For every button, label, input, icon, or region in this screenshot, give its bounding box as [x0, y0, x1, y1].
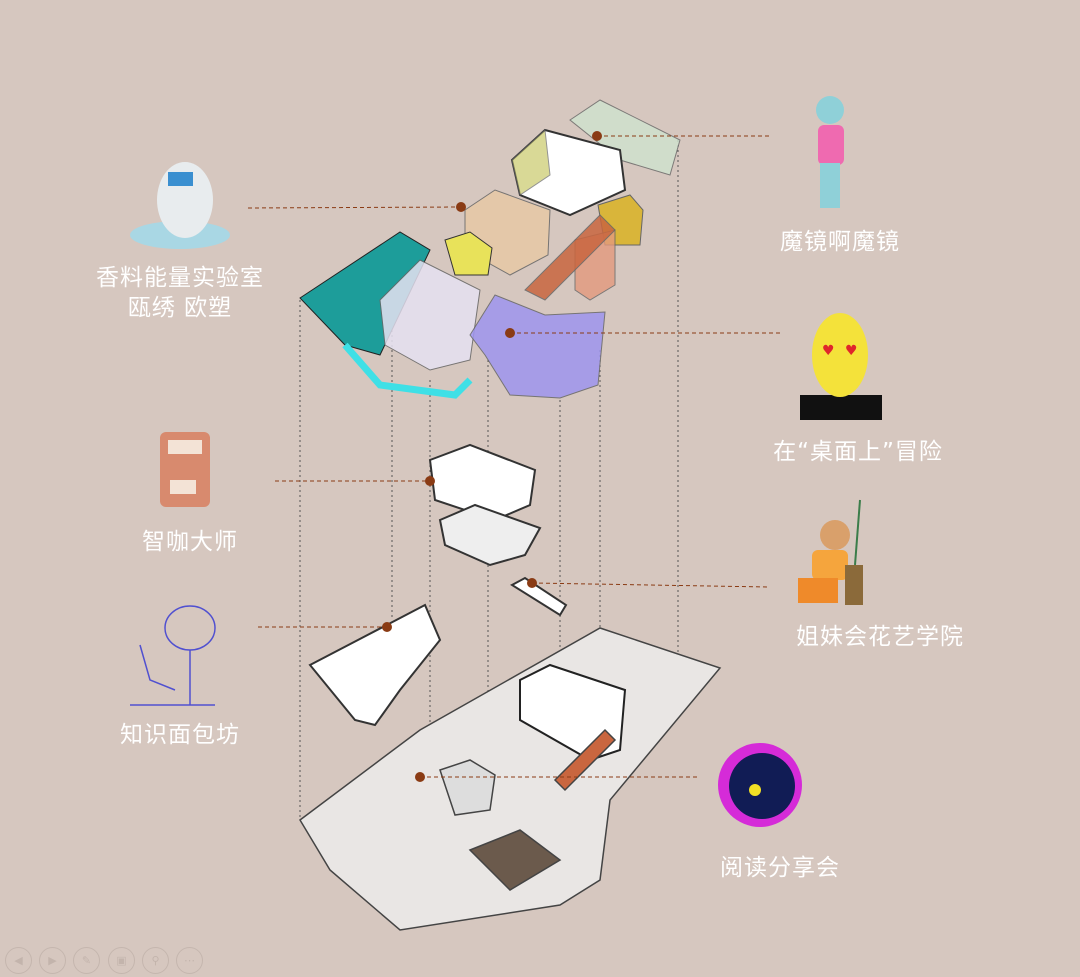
- florist-illustration: [798, 499, 863, 605]
- slides-icon: ▣: [116, 954, 127, 967]
- leader-lines: [247, 135, 780, 778]
- more-icon: ⋯: [184, 954, 195, 967]
- pen-button[interactable]: ✎: [73, 947, 100, 974]
- zoom-icon: ⚲: [151, 954, 160, 967]
- label-sisterhood-floral: 姐妹会花艺学院: [796, 624, 964, 650]
- label-desktop-adventure: 在“桌面上”冒险: [773, 439, 943, 465]
- sculpture-illustration: [130, 162, 230, 249]
- balaclava-emoji-illustration: ♥♥: [800, 313, 882, 420]
- prev-slide-button[interactable]: ◀: [5, 947, 32, 974]
- leader-dots: [382, 131, 602, 782]
- mirror-figure-illustration: [816, 96, 844, 208]
- label-coffee-master: 智咖大师: [142, 529, 238, 555]
- more-button[interactable]: ⋯: [176, 947, 203, 974]
- zoom-button[interactable]: ⚲: [142, 947, 169, 974]
- pacman-helmet-illustration: [718, 743, 802, 827]
- label-reading-share: 阅读分享会: [720, 855, 840, 881]
- middle-floor-modules: [308, 443, 568, 727]
- next-slide-button[interactable]: ▶: [39, 947, 66, 974]
- top-floor-modules: [299, 99, 681, 399]
- label-spice-lab: 香料能量实验室: [96, 265, 264, 291]
- label-magic-mirror: 魔镜啊魔镜: [780, 229, 900, 255]
- pen-icon: ✎: [81, 954, 92, 967]
- prev-icon: ◀: [14, 954, 23, 967]
- label-spice-lab-sub: 瓯绣 欧塑: [127, 295, 233, 321]
- ground-floor-plan: [299, 627, 722, 931]
- svg-text:♥: ♥: [822, 343, 835, 359]
- slides-button[interactable]: ▣: [108, 947, 135, 974]
- coffee-machine-illustration: [160, 432, 210, 507]
- next-icon: ▶: [48, 954, 57, 967]
- label-knowledge-bakery: 知识面包坊: [120, 722, 240, 748]
- svg-text:♥: ♥: [845, 343, 858, 359]
- reader-tree-illustration: [130, 605, 216, 706]
